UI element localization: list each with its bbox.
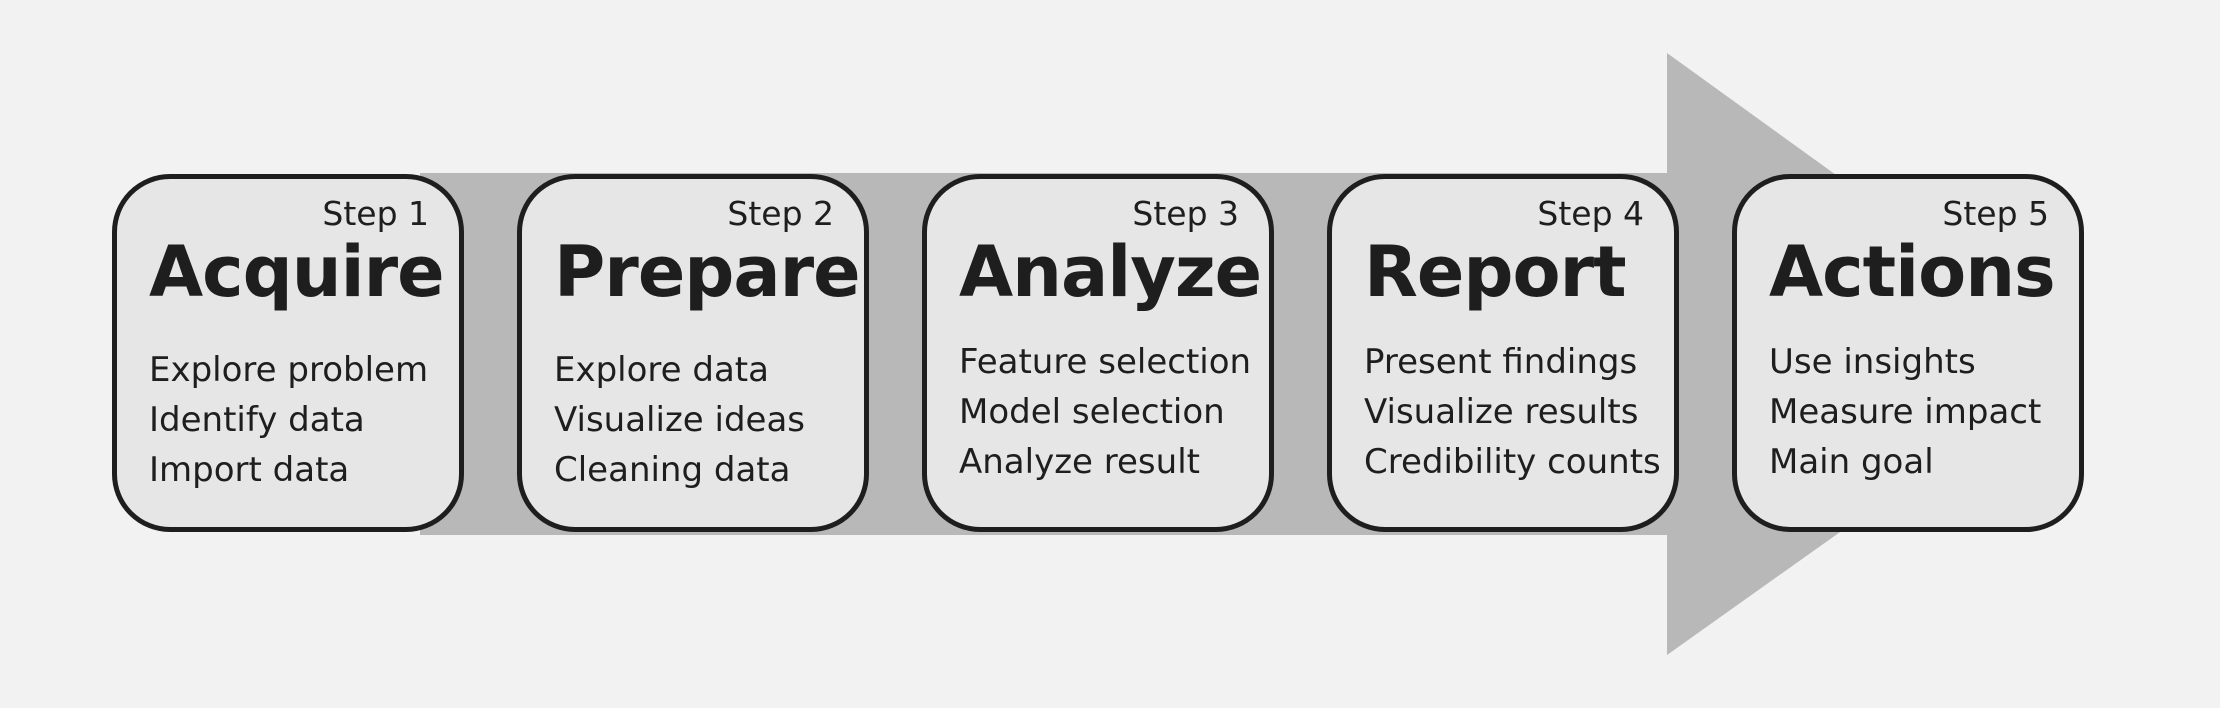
list-item: Model selection	[959, 392, 1225, 432]
list-item: Visualize results	[1364, 392, 1639, 432]
step-card-actions: Step 5 Actions Use insights Measure impa…	[1732, 174, 2084, 532]
list-item: Measure impact	[1769, 392, 2042, 432]
step-items: Use insights Measure impact Main goal	[1769, 337, 2041, 487]
step-number: Step 4	[1537, 194, 1644, 233]
list-item: Present findings	[1364, 342, 1638, 382]
list-item: Use insights	[1769, 342, 1976, 382]
list-item: Explore problem	[149, 350, 429, 390]
step-items: Present findings Visualize results Credi…	[1364, 337, 1661, 487]
step-title: Report	[1364, 231, 1627, 313]
step-number: Step 1	[322, 194, 429, 233]
list-item: Identify data	[149, 400, 365, 440]
step-title: Prepare	[554, 231, 861, 313]
step-number: Step 3	[1132, 194, 1239, 233]
step-title: Acquire	[149, 231, 445, 313]
step-number: Step 2	[727, 194, 834, 233]
step-items: Feature selection Model selection Analyz…	[959, 337, 1251, 487]
step-items: Explore data Visualize ideas Cleaning da…	[554, 345, 805, 495]
list-item: Analyze result	[959, 442, 1200, 482]
step-number: Step 5	[1942, 194, 2049, 233]
step-card-prepare: Step 2 Prepare Explore data Visualize id…	[517, 174, 869, 532]
list-item: Main goal	[1769, 442, 1934, 482]
step-items: Explore problem Identify data Import dat…	[149, 345, 428, 495]
list-item: Cleaning data	[554, 450, 791, 490]
list-item: Explore data	[554, 350, 769, 390]
list-item: Import data	[149, 450, 350, 490]
step-title: Analyze	[959, 231, 1262, 313]
list-item: Credibility counts	[1364, 442, 1661, 482]
step-card-acquire: Step 1 Acquire Explore problem Identify …	[112, 174, 464, 532]
step-card-analyze: Step 3 Analyze Feature selection Model s…	[922, 174, 1274, 532]
step-card-report: Step 4 Report Present findings Visualize…	[1327, 174, 1679, 532]
list-item: Feature selection	[959, 342, 1252, 382]
step-title: Actions	[1769, 231, 2056, 313]
list-item: Visualize ideas	[554, 400, 806, 440]
